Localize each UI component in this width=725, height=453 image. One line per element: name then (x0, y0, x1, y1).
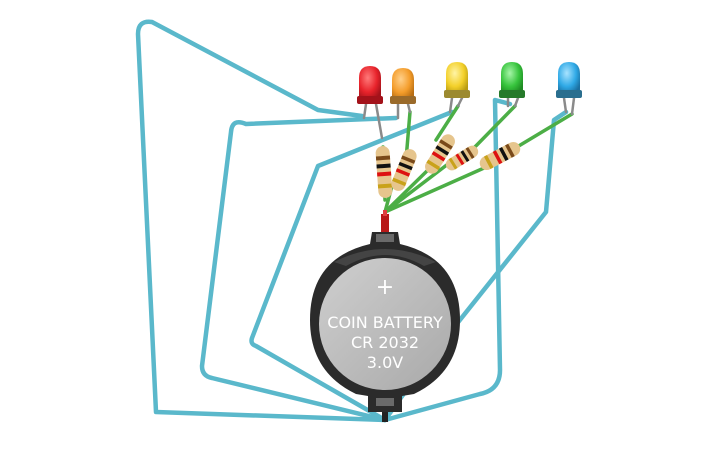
resistor-5[interactable] (477, 139, 522, 172)
green-wire-fan-4[interactable] (383, 166, 486, 214)
green-wire-green-led[interactable] (468, 104, 517, 154)
wire-to-orange-led[interactable] (199, 115, 399, 423)
battery-label-line2: CR 2032 (351, 333, 419, 352)
resistor-4[interactable] (444, 143, 481, 172)
led-green[interactable] (499, 62, 525, 98)
wire-to-red-led[interactable] (135, 19, 388, 423)
battery-positive-terminal[interactable] (381, 210, 389, 232)
wire-to-green-led[interactable] (382, 97, 513, 423)
battery-negative-terminal[interactable] (382, 412, 388, 422)
resistor-2[interactable] (389, 147, 418, 193)
led-orange[interactable] (390, 68, 416, 104)
resistor-1[interactable] (375, 146, 393, 199)
green-wire-blue-led[interactable] (510, 112, 574, 152)
green-wire-fan-3[interactable] (383, 162, 450, 214)
green-wire-yellow-led[interactable] (434, 104, 460, 142)
coin-battery[interactable]: + COIN BATTERY CR 2032 3.0V (310, 232, 460, 412)
battery-label-line1: COIN BATTERY (327, 313, 443, 332)
battery-plus-sign: + (376, 275, 394, 300)
led-legs (362, 96, 576, 140)
led-blue[interactable] (556, 62, 582, 98)
holder-bottom-clip (376, 398, 394, 406)
led-red[interactable] (357, 66, 383, 104)
wire-to-yellow-led[interactable] (249, 109, 455, 423)
holder-top-clip (376, 234, 394, 242)
holder-rim (334, 249, 436, 266)
led-yellow[interactable] (444, 62, 470, 98)
blue-wires (135, 19, 569, 423)
resistor-3[interactable] (422, 132, 457, 177)
battery-cell (319, 258, 451, 390)
battery-label-line3: 3.0V (367, 353, 403, 372)
